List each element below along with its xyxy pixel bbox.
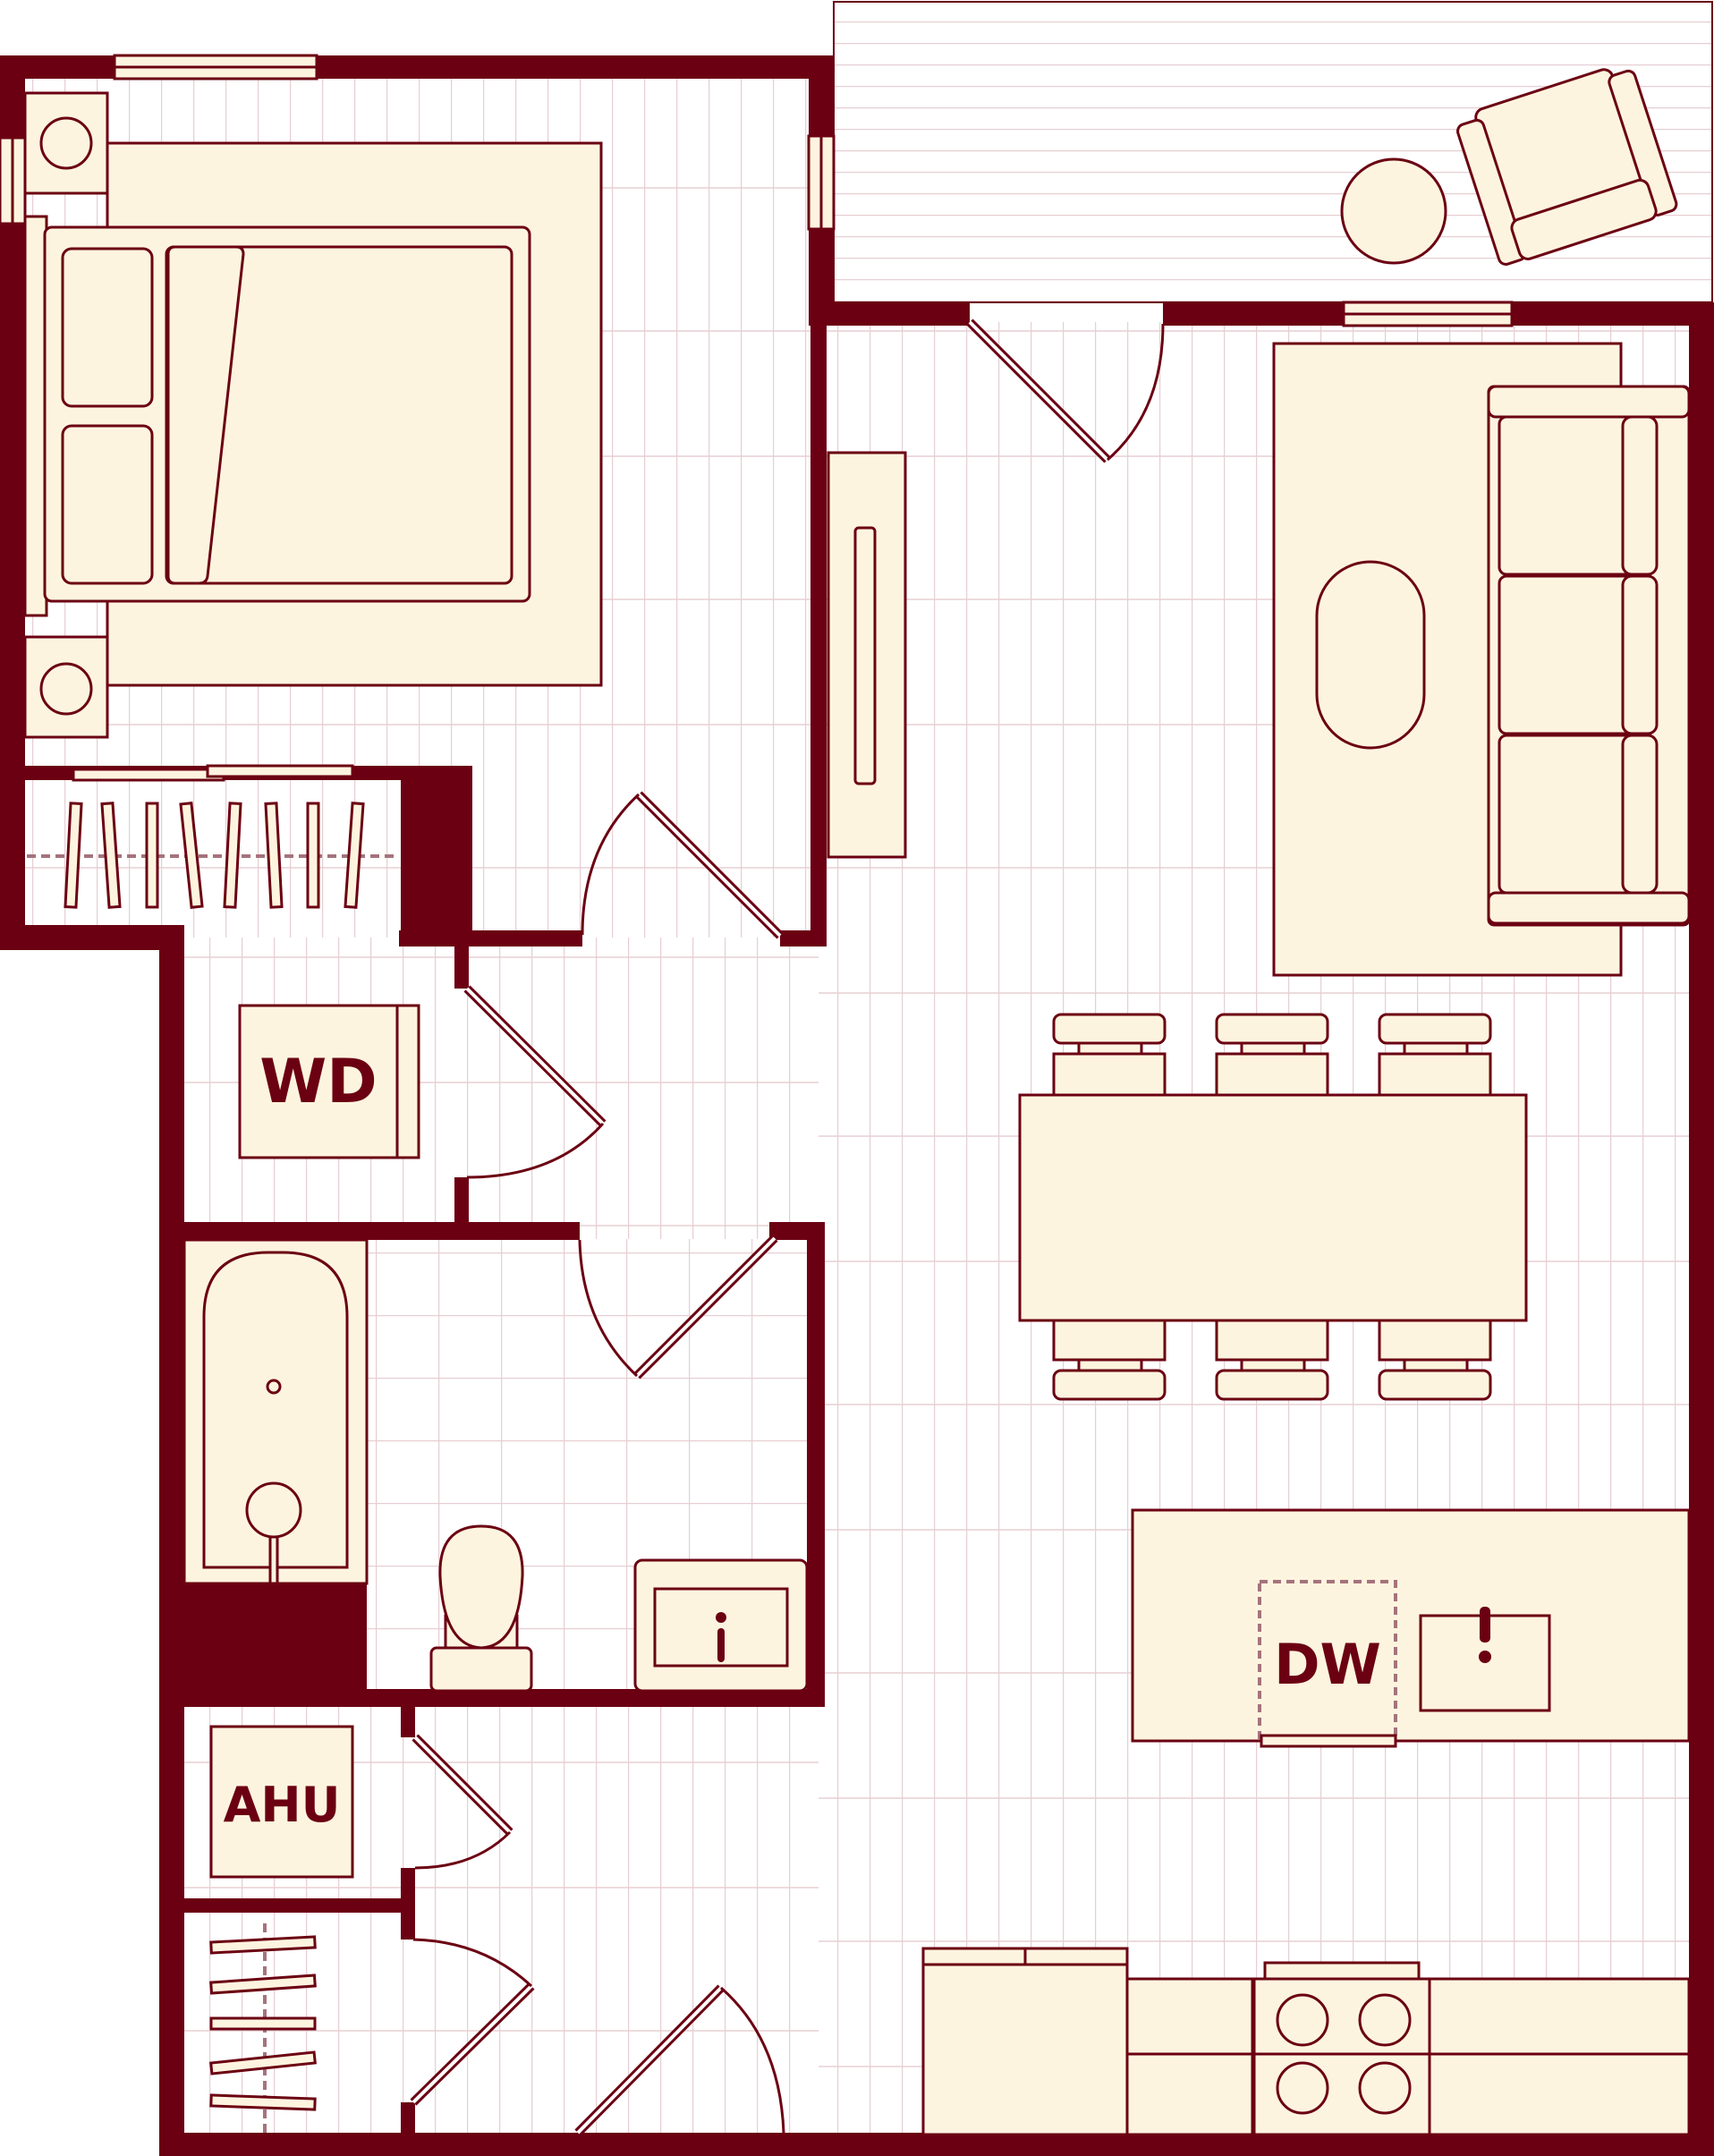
hall-closet (209, 1923, 317, 2133)
ahu-label: AHU (224, 1777, 341, 1833)
dining-table (1018, 1093, 1528, 1322)
dining-chairs-bottom (1052, 1319, 1492, 1401)
cooktop-icon (1252, 1961, 1431, 2136)
dining-set (1018, 1013, 1528, 1401)
wall-bath-right (807, 1222, 825, 1707)
wall-ahu-right-a (401, 1705, 415, 1737)
balcony-furniture (1340, 68, 1678, 266)
coffee-table (1315, 560, 1426, 750)
wall-wd-right-a (454, 944, 469, 989)
closet-door[interactable] (410, 1938, 535, 2106)
counter-right (1428, 1977, 1691, 2136)
vanity (633, 1558, 809, 1693)
washer-dryer: WD (238, 1004, 420, 1159)
wall-living-right (1689, 302, 1714, 2156)
bedroom-furniture (23, 91, 603, 739)
refrigerator (921, 1963, 1129, 2136)
air-handler: AHU (209, 1725, 354, 1879)
laundry-door[interactable] (463, 985, 607, 1179)
windows (0, 54, 1514, 327)
dw-label: DW (1274, 1632, 1381, 1697)
wall-wd-bottom (159, 1222, 580, 1240)
bathroom-fixtures (182, 1238, 809, 1693)
hangers (64, 802, 365, 909)
wd-label: WD (259, 1047, 377, 1117)
kitchen-faucet-icon (1479, 1607, 1491, 1663)
kitchen-island: DW (1131, 1508, 1691, 1748)
wall-tub-block (184, 1583, 367, 1695)
bed (23, 215, 531, 617)
nightstand-bottom (23, 635, 109, 739)
kitchen-counter (921, 1947, 1691, 2136)
hall-hangers (209, 1935, 317, 2111)
wall-bottom (159, 2133, 1714, 2156)
bedroom-door[interactable] (581, 791, 784, 939)
media-console (827, 451, 907, 859)
bath-door[interactable] (578, 1235, 778, 1379)
doors (410, 318, 1165, 2136)
sofa (1487, 385, 1691, 927)
living-furniture (1272, 342, 1691, 977)
wall-closet2-right (401, 2102, 415, 2138)
bathtub-icon (182, 1238, 369, 1585)
tv (853, 526, 877, 785)
wall-hall-living-upper (810, 322, 827, 946)
counter-left (1125, 1977, 1254, 2136)
balcony-door[interactable] (966, 318, 1165, 463)
ahu-door[interactable] (412, 1734, 513, 1870)
dishwasher (1258, 1580, 1397, 1741)
wall-wd-right-b (454, 1177, 469, 1227)
faucet-mark-icon (716, 1612, 726, 1662)
nightstand-top (23, 91, 109, 195)
entry-door[interactable] (574, 1984, 785, 2136)
wall-left-lower (159, 925, 184, 2156)
bedroom-closet (27, 764, 399, 909)
side-table (1340, 157, 1447, 265)
lounge-chair (1456, 68, 1678, 266)
wall-living-top-a (809, 302, 970, 326)
walls (0, 55, 1714, 2156)
wall-closet-right (401, 766, 472, 945)
wall-bedroom-bottom-left (0, 925, 184, 950)
toilet-icon (429, 1524, 533, 1693)
dining-chairs-top (1052, 1013, 1492, 1097)
wall-ahu-bottom (159, 1898, 415, 1913)
